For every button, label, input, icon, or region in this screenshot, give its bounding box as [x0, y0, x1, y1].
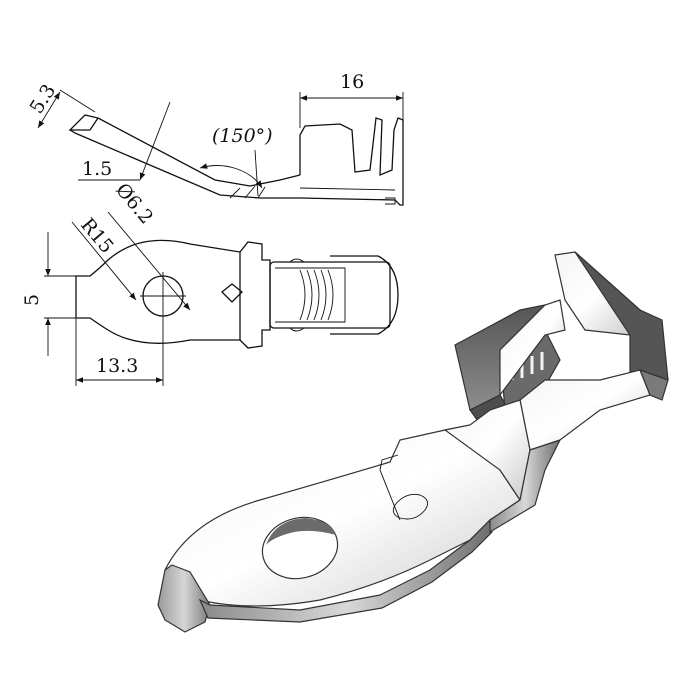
dim-pad-width: 5 — [21, 232, 76, 356]
dim-text-barrel-length: 16 — [340, 71, 364, 93]
isometric-view — [157, 251, 669, 633]
dim-barrel-length: 16 — [299, 71, 404, 128]
dim-text-hole-diameter: Ø6.2 — [111, 179, 157, 228]
dim-hole-diameter: Ø6.2 — [107, 179, 191, 311]
dim-text-pad-radius: R15 — [76, 214, 118, 258]
dim-pad-length: 13.3 — [75, 318, 164, 386]
dim-pad-radius: R15 — [71, 214, 137, 301]
serrations — [299, 269, 334, 321]
dim-text-bend-angle: (150°) — [212, 125, 273, 147]
top-view — [75, 239, 399, 349]
dim-thickness: 1.5 — [78, 101, 171, 181]
dim-text-tab-height: 5.3 — [26, 80, 61, 117]
dim-text-pad-length: 13.3 — [96, 355, 138, 377]
dim-tab-height: 5.3 — [26, 80, 96, 129]
dim-text-thickness: 1.5 — [82, 158, 112, 180]
dim-text-pad-width: 5 — [21, 294, 43, 306]
dim-bend-angle: (150°) — [199, 125, 273, 197]
